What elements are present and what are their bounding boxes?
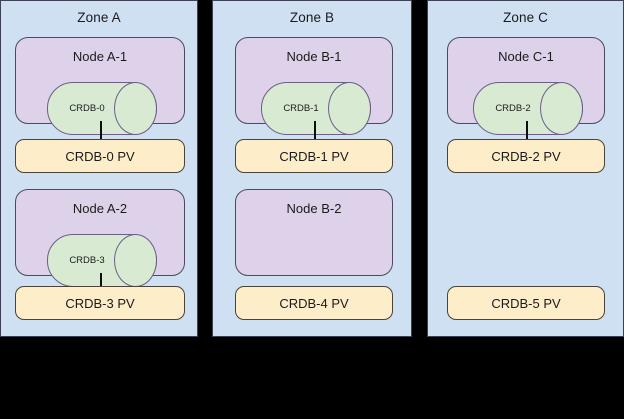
connector-crdb-3-to-pv bbox=[100, 273, 102, 291]
cylinder-cap bbox=[540, 82, 583, 135]
zone-c-title: Zone C bbox=[503, 10, 548, 25]
node-b-1-title: Node B-1 bbox=[286, 49, 342, 64]
node-c-1-title: Node C-1 bbox=[498, 49, 554, 64]
zone-c[interactable]: Zone C Node C-1 CRDB-2 CRDB-2 PV CRDB-5 … bbox=[427, 0, 624, 337]
zone-b[interactable]: Zone B Node B-1 CRDB-1 CRDB-1 PV Node B-… bbox=[212, 0, 412, 337]
node-a-2-title: Node A-2 bbox=[72, 201, 128, 216]
database-label: CRDB-2 bbox=[495, 103, 531, 114]
pv-crdb-5-label: CRDB-5 PV bbox=[491, 295, 561, 311]
pv-crdb-0[interactable]: CRDB-0 PV bbox=[15, 139, 185, 173]
node-a-1[interactable]: Node A-1 CRDB-0 bbox=[15, 37, 185, 135]
pv-crdb-3[interactable]: CRDB-3 PV bbox=[15, 286, 185, 320]
node-c-1[interactable]: Node C-1 CRDB-2 bbox=[447, 37, 605, 135]
connector-crdb-0-to-pv bbox=[100, 121, 102, 139]
pv-crdb-1[interactable]: CRDB-1 PV bbox=[235, 139, 393, 173]
connector-crdb-1-to-pv bbox=[314, 121, 316, 139]
database-cylinder-crdb-0[interactable]: CRDB-0 bbox=[47, 82, 157, 135]
database-cylinder-crdb-3[interactable]: CRDB-3 bbox=[47, 234, 157, 287]
pv-crdb-2-label: CRDB-2 PV bbox=[491, 148, 561, 164]
pv-crdb-0-label: CRDB-0 PV bbox=[65, 148, 135, 164]
node-a-2[interactable]: Node A-2 CRDB-3 bbox=[15, 189, 185, 287]
zone-a[interactable]: Zone A Node A-1 CRDB-0 CRDB-0 PV Node A-… bbox=[0, 0, 198, 337]
pv-crdb-5[interactable]: CRDB-5 PV bbox=[447, 286, 605, 320]
pv-crdb-1-label: CRDB-1 PV bbox=[279, 148, 349, 164]
database-label: CRDB-0 bbox=[69, 103, 105, 114]
zone-a-title: Zone A bbox=[77, 10, 121, 25]
database-cylinder-crdb-1[interactable]: CRDB-1 bbox=[261, 82, 371, 135]
pv-crdb-2[interactable]: CRDB-2 PV bbox=[447, 139, 605, 173]
node-a-1-title: Node A-1 bbox=[72, 49, 128, 64]
cylinder-cap bbox=[114, 82, 157, 135]
cylinder-cap bbox=[114, 234, 157, 287]
pv-crdb-4[interactable]: CRDB-4 PV bbox=[235, 286, 393, 320]
database-label: CRDB-3 bbox=[69, 255, 105, 266]
node-b-2[interactable]: Node B-2 bbox=[235, 189, 393, 276]
node-b-1[interactable]: Node B-1 CRDB-1 bbox=[235, 37, 393, 135]
connector-crdb-2-to-pv bbox=[526, 121, 528, 139]
node-b-2-title: Node B-2 bbox=[286, 201, 342, 216]
zone-b-title: Zone B bbox=[289, 10, 335, 25]
pv-crdb-3-label: CRDB-3 PV bbox=[65, 295, 135, 311]
cylinder-cap bbox=[328, 82, 371, 135]
database-cylinder-crdb-2[interactable]: CRDB-2 bbox=[473, 82, 583, 135]
database-label: CRDB-1 bbox=[283, 103, 319, 114]
pv-crdb-4-label: CRDB-4 PV bbox=[279, 295, 349, 311]
